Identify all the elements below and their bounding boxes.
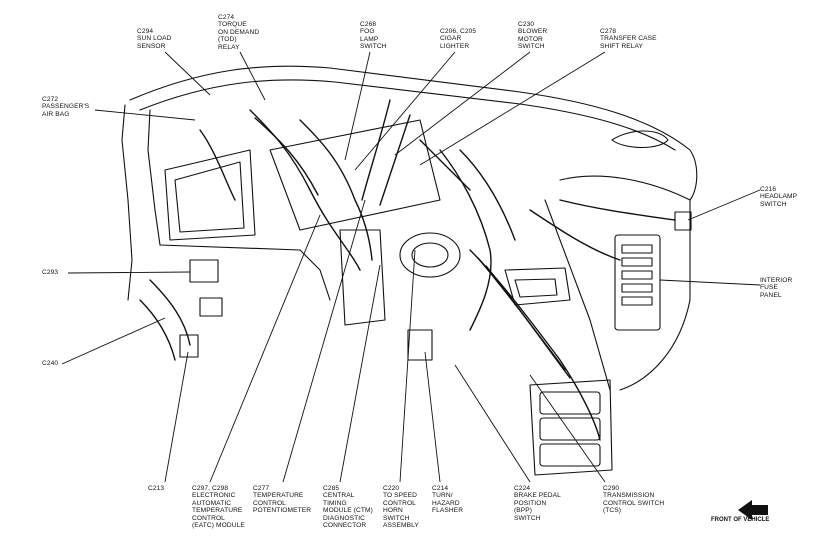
leader-c277 <box>282 199 366 483</box>
steering-column <box>399 232 461 278</box>
leader-c240 <box>61 317 166 365</box>
label-c220: C220 TO SPEED CONTROL HORN SWITCH ASSEMB… <box>383 485 419 530</box>
leader-fuse <box>659 279 761 286</box>
leader-c293 <box>67 271 191 274</box>
label-c206: C206, C205 CIGAR LIGHTER <box>440 28 477 50</box>
leader-c274 <box>239 51 266 101</box>
flasher-shape <box>407 329 433 361</box>
label-interior-fuse-panel: INTERIOR FUSE PANEL <box>760 277 793 299</box>
label-c224: C224 BRAKE PEDAL POSITION (BPP) SWITCH <box>514 485 561 522</box>
leader-c213 <box>164 351 189 483</box>
dashboard-outline <box>129 65 698 201</box>
front-of-vehicle-label: FRONT OF VEHICLE <box>711 517 770 523</box>
defroster-vent <box>611 130 669 148</box>
leader-c214 <box>424 351 441 483</box>
label-c274: C274 TORQUE ON DEMAND (TOD) RELAY <box>218 14 260 51</box>
label-c240: C240 <box>42 360 59 367</box>
leader-c290 <box>529 374 606 483</box>
leader-c268 <box>344 51 371 161</box>
fuse-panel-shape <box>614 234 661 331</box>
label-c277: C277 TEMPERATURE CONTROL POTENTIOMETER <box>253 485 312 515</box>
leader-c285 <box>339 264 381 483</box>
pedal-bracket <box>504 267 571 306</box>
leader-c206 <box>354 51 456 171</box>
label-c297: C297, C298 ELECTRONIC AUTOMATIC TEMPERAT… <box>192 485 245 530</box>
c293-connector <box>189 259 219 283</box>
label-c293: C293 <box>42 269 59 276</box>
label-c278: C278 TRANSFER CASE SHIFT RELAY <box>600 28 657 50</box>
leader-c297 <box>209 214 321 483</box>
glovebox-frame <box>164 149 256 241</box>
leader-c272 <box>94 109 196 121</box>
label-c230: C230 BLOWER MOTOR SWITCH <box>518 21 548 51</box>
leader-c220 <box>399 249 416 483</box>
label-c213: C213 <box>148 485 165 492</box>
front-arrow-icon <box>738 500 768 520</box>
leader-c294 <box>164 51 211 96</box>
label-c285: C285 CENTRAL TIMING MODULE (CTM) DIAGNOS… <box>323 485 373 530</box>
label-c268: C268 FOG LAMP SWITCH <box>360 21 387 51</box>
label-c272: C272 PASSENGER'S AIR BAG <box>42 96 90 118</box>
left-panel <box>121 104 133 301</box>
label-c294: C294 SUN LOAD SENSOR <box>137 28 172 50</box>
leader-c230 <box>394 51 531 156</box>
label-c214: C214 TURN/ HAZARD FLASHER <box>432 485 464 515</box>
leader-c278 <box>419 51 606 166</box>
transmission-switch-shape <box>529 379 613 476</box>
label-c290: C290 TRANSMISSION CONTROL SWITCH (TCS) <box>603 485 665 515</box>
leader-c224 <box>454 364 531 483</box>
label-c216: C216 HEADLAMP SWITCH <box>760 186 798 208</box>
leader-c216 <box>687 189 761 221</box>
